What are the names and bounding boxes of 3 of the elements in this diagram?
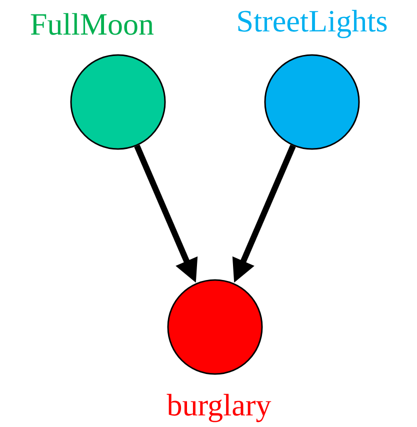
node-label: FullMoon [30, 13, 154, 35]
node-label: burglary [166, 394, 272, 422]
node-label: StreetLights [238, 10, 387, 38]
